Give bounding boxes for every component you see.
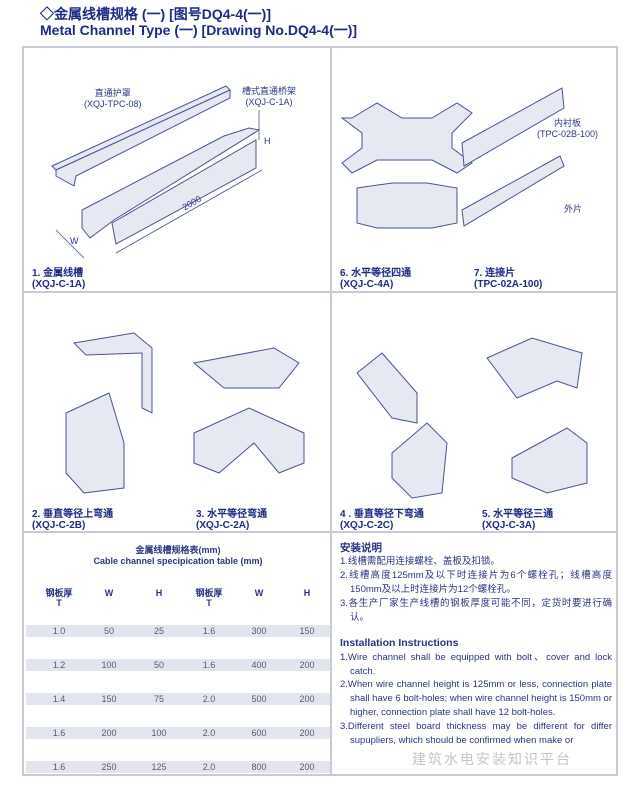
inner-plate-code: (TPC-02B-100) [537,129,599,139]
table-cell: 150 [101,694,117,704]
table-cell: 50 [153,660,164,670]
cover-label: 直通护罩 [94,88,131,98]
caption-code: (XQJ-C-1A) [32,279,86,290]
caption-code: (XQJ-C-2C) [340,520,394,531]
column-header: W [254,588,264,598]
channel-drawing [51,85,263,259]
caption-code: (XQJ-C-3A) [482,520,536,531]
spec-table: 金属线槽规格表(mm) Cable channel specipication … [23,532,331,775]
column-header: H [303,588,311,598]
bends-drawing [65,332,305,494]
table-cell: 600 [251,728,267,738]
table-cell: 1.2 [52,660,66,670]
table-cell: 25 [153,626,164,636]
down-bend-tee-drawing [356,337,588,499]
table-cell: 1.6 [52,762,66,772]
catalog-frame: 直通护罩(XQJ-TPC-08) 槽式直通桥架(XQJ-C-1A) 2000 W… [22,46,618,776]
table-cell: 200 [299,660,315,670]
table-cell: 400 [251,660,267,670]
column-header: W [104,588,114,598]
title-en: Metal Channel Type (一) [Drawing No.DQ4-4… [40,22,358,38]
zh-instruction: 3.各生产厂家生产线槽的钢板厚度可能不同，定货时要进行确认。 [340,598,612,623]
table-cell: 200 [299,694,315,704]
en-instructions-title: Installation Instructions [340,637,459,649]
table-cell: 1.6 [202,626,216,636]
table-cell: 500 [251,694,267,704]
table-row: 1.4 150 75 2.0 500 200 [26,693,330,705]
table-cell: 1.6 [202,660,216,670]
table-title-en: Cable channel specipication table (mm) [93,556,263,566]
table-cell: 200 [299,762,315,772]
caption: 6. 水平等径四通 [340,268,412,279]
panel-cross-and-plate: 内衬板(TPC-02B-100) 外片 6. 水平等径四通(XQJ-C-4A) … [331,47,617,292]
table-cell: 200 [101,728,117,738]
title-zh: ◇金属线槽规格 (一) [图号DQ4-4(一)] [40,6,271,22]
en-instruction: 3.Different steel board thickness may be… [340,720,612,746]
installation-instructions: 安装说明 1.线槽需配用连接螺栓、盖板及扣锁。 2.线槽高度125mm及以下时连… [331,532,617,775]
column-header: H [155,588,163,598]
column-header: 钢板厚 T [195,588,223,608]
tray-label: 槽式直通桥架 [242,86,297,96]
table-cell: 100 [151,728,167,738]
caption-code: (XQJ-C-4A) [340,279,394,290]
dim-h: H [264,136,271,146]
table-cell: 2.0 [202,694,216,704]
panel-metal-channel: 直通护罩(XQJ-TPC-08) 槽式直通桥架(XQJ-C-1A) 2000 W… [23,47,331,292]
table-cell: 50 [103,626,114,636]
table-cell: 1.0 [52,626,66,636]
caption-code: (XQJ-C-2B) [32,520,86,531]
outer-plate-label: 外片 [564,204,583,214]
panel-down-bend-tee: 4 . 垂直等径下弯通(XQJ-C-2C) 5. 水平等径三通(XQJ-C-3A… [331,292,617,532]
watermark: 建筑水电安装知识平台 [412,751,572,767]
caption: 2. 垂直等径上弯通 [32,509,114,520]
table-title-zh: 金属线槽规格表(mm) [135,545,221,555]
dim-w: W [70,236,79,246]
table-cell: 800 [251,762,267,772]
cross-and-plate-drawing [340,87,565,229]
table-row: 1.6 200 100 2.0 600 200 [26,727,330,739]
caption: 1. 金属线槽 [32,268,84,279]
caption-code: (XQJ-C-2A) [196,520,250,531]
zh-instruction: 2.线槽高度125mm及以下时连接片为6个螺栓孔；线槽高度150mm及以上时连接… [340,570,612,595]
table-cell: 250 [101,762,117,772]
caption: 4 . 垂直等径下弯通 [340,509,424,520]
table-cell: 150 [299,626,315,636]
caption: 3. 水平等径弯通 [196,509,268,520]
table-cell: 200 [299,728,315,738]
table-cell: 100 [101,660,117,670]
column-header: 钢板厚 T [45,588,73,608]
zh-instruction: 1.线槽需配用连接螺栓、盖板及扣锁。 [340,556,500,567]
table-cell: 75 [153,694,164,704]
page-title: ◇金属线槽规格 (一) [图号DQ4-4(一)] Metal Channel T… [40,6,357,38]
caption-code: (TPC-02A-100) [474,279,543,290]
en-instruction: 2.When wire channel height is 125mm or l… [340,679,612,718]
caption: 7. 连接片 [474,268,516,279]
table-cell: 2.0 [202,762,216,772]
table-cell: 125 [151,762,167,772]
table-cell: 1.4 [52,694,66,704]
table-row: 1.0 50 25 1.6 300 150 [26,625,330,637]
caption: 5. 水平等径三通 [482,509,554,520]
table-row: 1.6 250 125 2.0 800 200 [26,761,330,773]
zh-instructions-title: 安装说明 [340,542,382,554]
inner-plate-label: 内衬板 [554,118,582,128]
tray-code: (XQJ-C-1A) [245,97,293,107]
table-row: 1.2 100 50 1.6 400 200 [26,659,330,671]
table-cell: 300 [251,626,267,636]
cover-code: (XQJ-TPC-08) [84,99,142,109]
table-cell: 2.0 [202,728,216,738]
panel-bends: 2. 垂直等径上弯通(XQJ-C-2B) 3. 水平等径弯通(XQJ-C-2A) [23,292,331,532]
en-instruction: 1.Wire channel shall be equipped with bo… [340,651,612,677]
table-cell: 1.6 [52,728,66,738]
